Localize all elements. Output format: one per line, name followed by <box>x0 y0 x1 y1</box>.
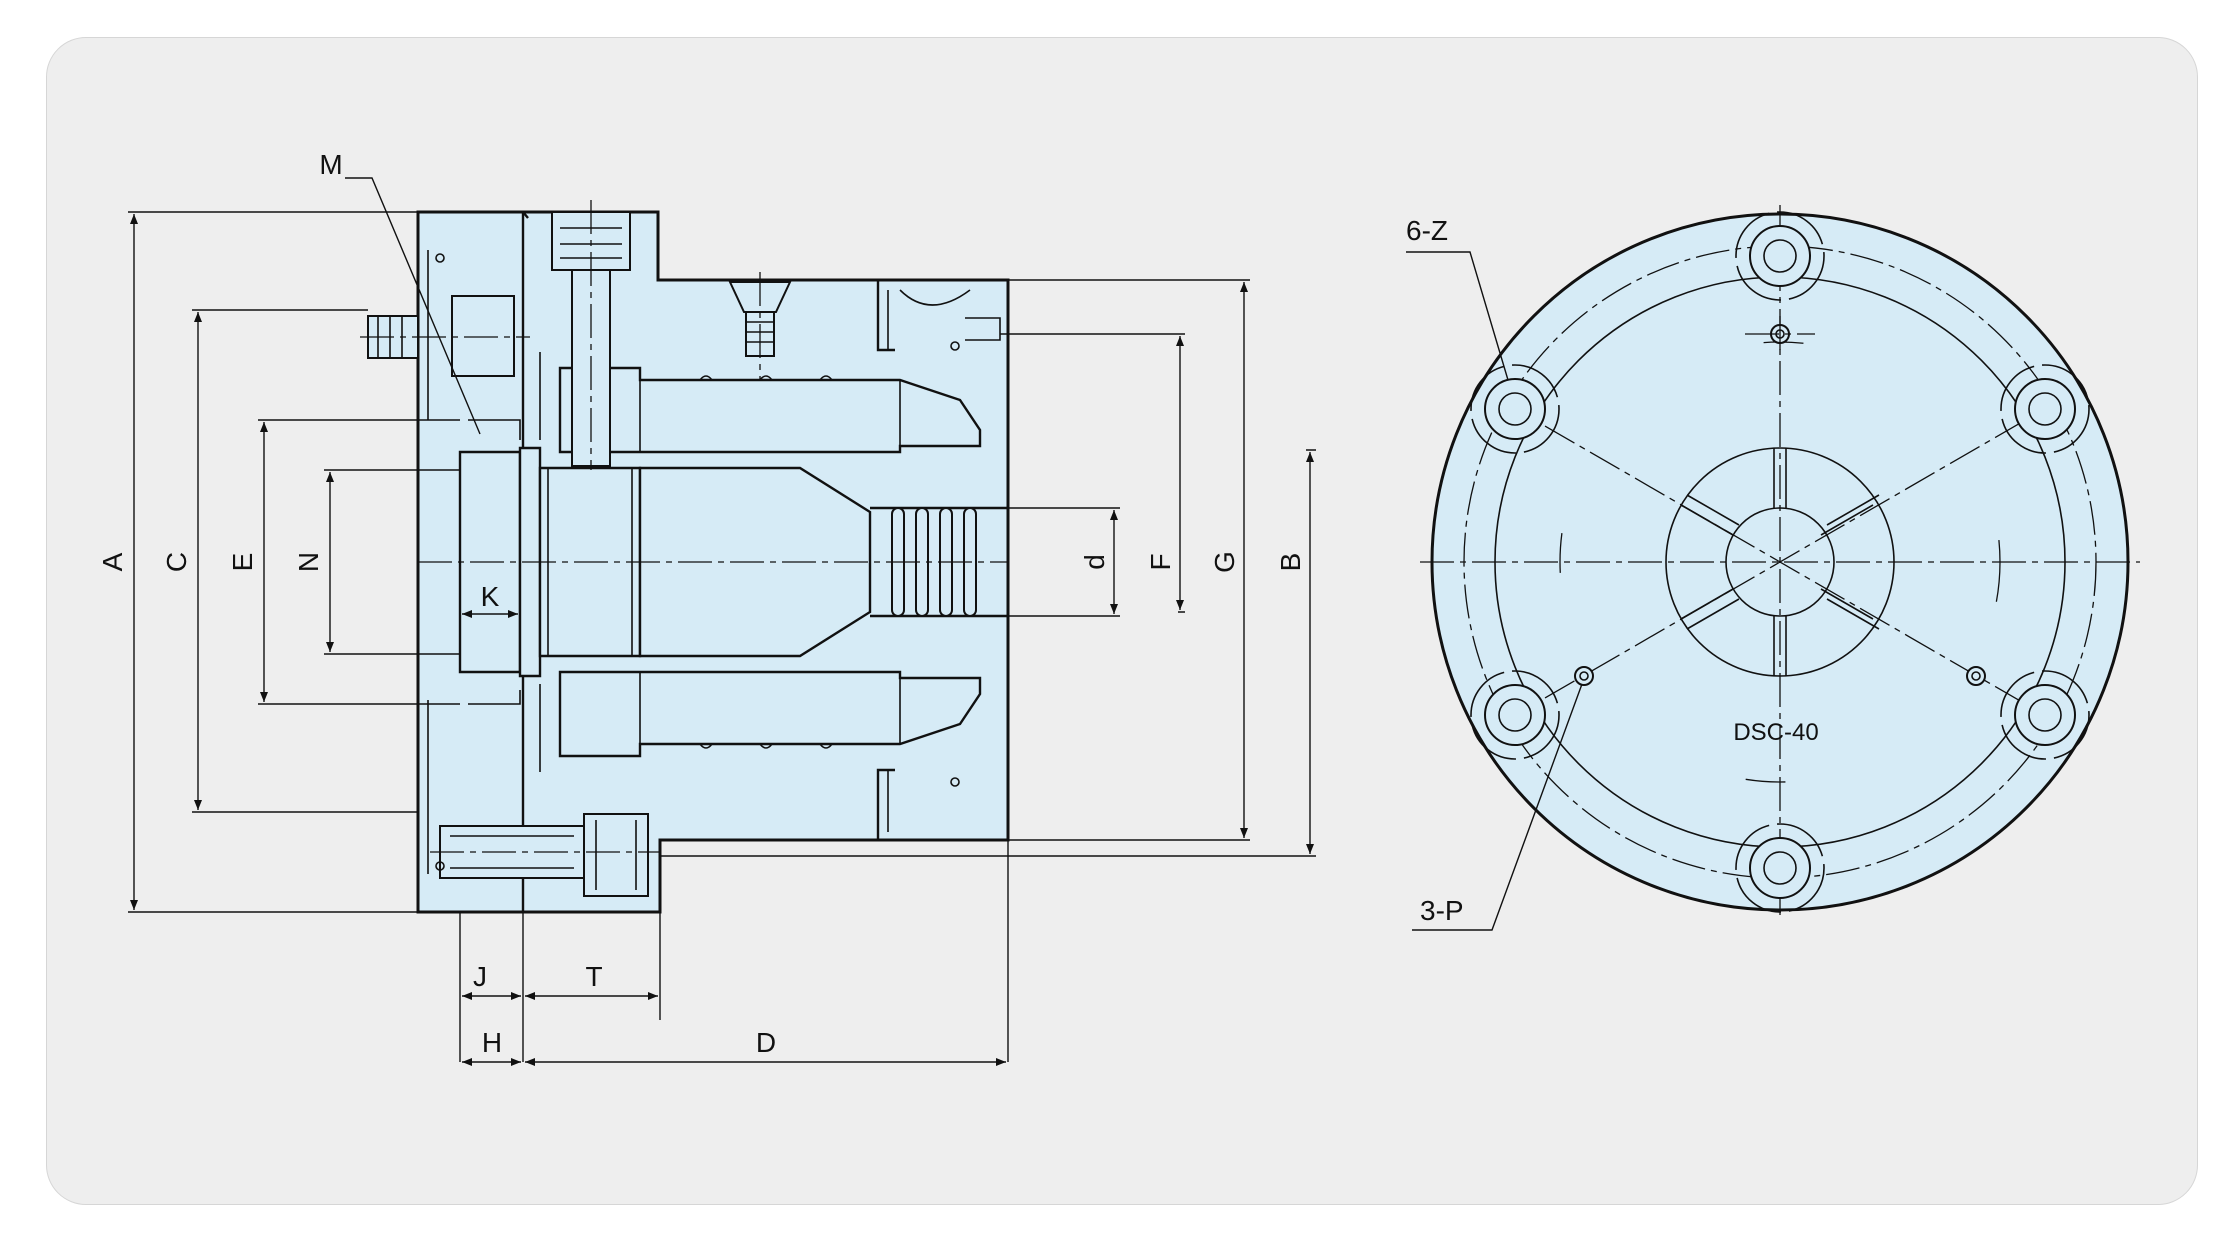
dim-label-m: M <box>319 149 342 180</box>
dim-label-b: B <box>1275 553 1306 572</box>
dim-label-n: N <box>293 552 324 572</box>
dim-label-e: E <box>227 553 258 572</box>
mount-hole <box>2000 364 2090 454</box>
callout-3p-label: 3-P <box>1420 895 1464 926</box>
model-label: DSC-40 <box>1733 719 1818 746</box>
callout-6z-label: 6-Z <box>1406 215 1448 246</box>
top-screw <box>728 272 792 380</box>
dim-label-d: d <box>1079 554 1110 570</box>
dim-label-g: G <box>1209 551 1240 573</box>
mount-hole <box>1735 823 1825 913</box>
dim-label-c: C <box>161 552 192 572</box>
dim-label-d-length: D <box>756 1027 776 1058</box>
dim-label-j: J <box>473 961 487 992</box>
mount-hole <box>1470 364 1560 454</box>
dim-label-a: A <box>97 552 128 571</box>
front-view: 6-Z 3-P DSC-40 <box>1406 205 2140 931</box>
dim-label-h: H <box>482 1027 502 1058</box>
mount-hole <box>1735 211 1825 301</box>
dim-label-k: K <box>481 581 500 612</box>
bottom-cap-screw <box>430 813 660 897</box>
callout-3p-leader <box>1412 683 1583 931</box>
dim-label-f: F <box>1145 553 1176 570</box>
dim-label-t: T <box>585 961 602 992</box>
side-section-view: A C E N K M d F G B J T H D <box>97 149 1316 1066</box>
mounting-holes-6z <box>1470 211 2090 913</box>
mount-hole <box>1470 670 1560 760</box>
top-bolt <box>551 200 631 470</box>
mount-hole <box>2000 670 2090 760</box>
left-stud-top <box>360 295 530 377</box>
tapped-holes-3p <box>1574 316 1986 686</box>
callout-6z-leader <box>1406 251 1509 381</box>
